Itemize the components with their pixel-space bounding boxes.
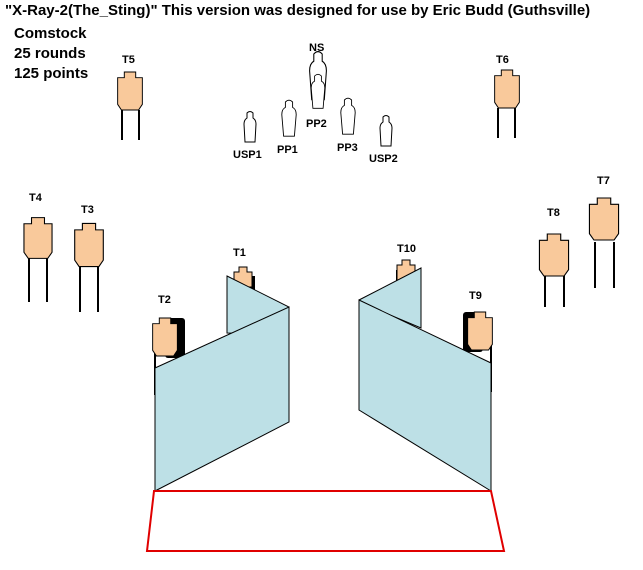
- label-t9: T9: [469, 290, 482, 302]
- shooting-box: [145, 490, 506, 552]
- scoring-method: Comstock: [14, 25, 87, 42]
- label-pp2: PP2: [306, 118, 327, 130]
- label-t10: T10: [397, 243, 416, 255]
- stage-title: "X-Ray-2(The_Sting)" This version was de…: [5, 2, 591, 19]
- label-t4: T4: [29, 192, 43, 204]
- right-wall: [358, 267, 492, 492]
- label-t5: T5: [122, 54, 135, 66]
- label-t3: T3: [81, 204, 94, 216]
- target-t7: T7: [588, 175, 620, 288]
- mini-popper-usp1: USP1: [233, 111, 262, 161]
- label-t2: T2: [158, 294, 171, 306]
- popper-pp3: PP3: [337, 97, 358, 154]
- round-count: 25 rounds: [14, 45, 86, 62]
- target-t5: T5: [117, 54, 143, 140]
- target-t4: T4: [23, 192, 53, 302]
- label-t1: T1: [233, 247, 246, 259]
- label-t8: T8: [547, 207, 560, 219]
- target-t6: T6: [494, 54, 520, 138]
- label-pp3: PP3: [337, 142, 358, 154]
- label-usp1: USP1: [233, 149, 262, 161]
- label-pp1: PP1: [277, 144, 298, 156]
- label-t7: T7: [597, 175, 610, 187]
- left-wall: [154, 275, 290, 492]
- label-ns: NS: [309, 42, 324, 54]
- point-total: 125 points: [14, 65, 89, 82]
- popper-pp1: PP1: [277, 99, 298, 156]
- label-t6: T6: [496, 54, 509, 66]
- target-t8: T8: [538, 207, 570, 307]
- target-t3: T3: [74, 204, 104, 312]
- no-shoot-ns: NS: [309, 42, 327, 101]
- mini-popper-usp2: USP2: [369, 115, 398, 165]
- label-usp2: USP2: [369, 153, 398, 165]
- popper-pp2: PP2: [306, 73, 327, 130]
